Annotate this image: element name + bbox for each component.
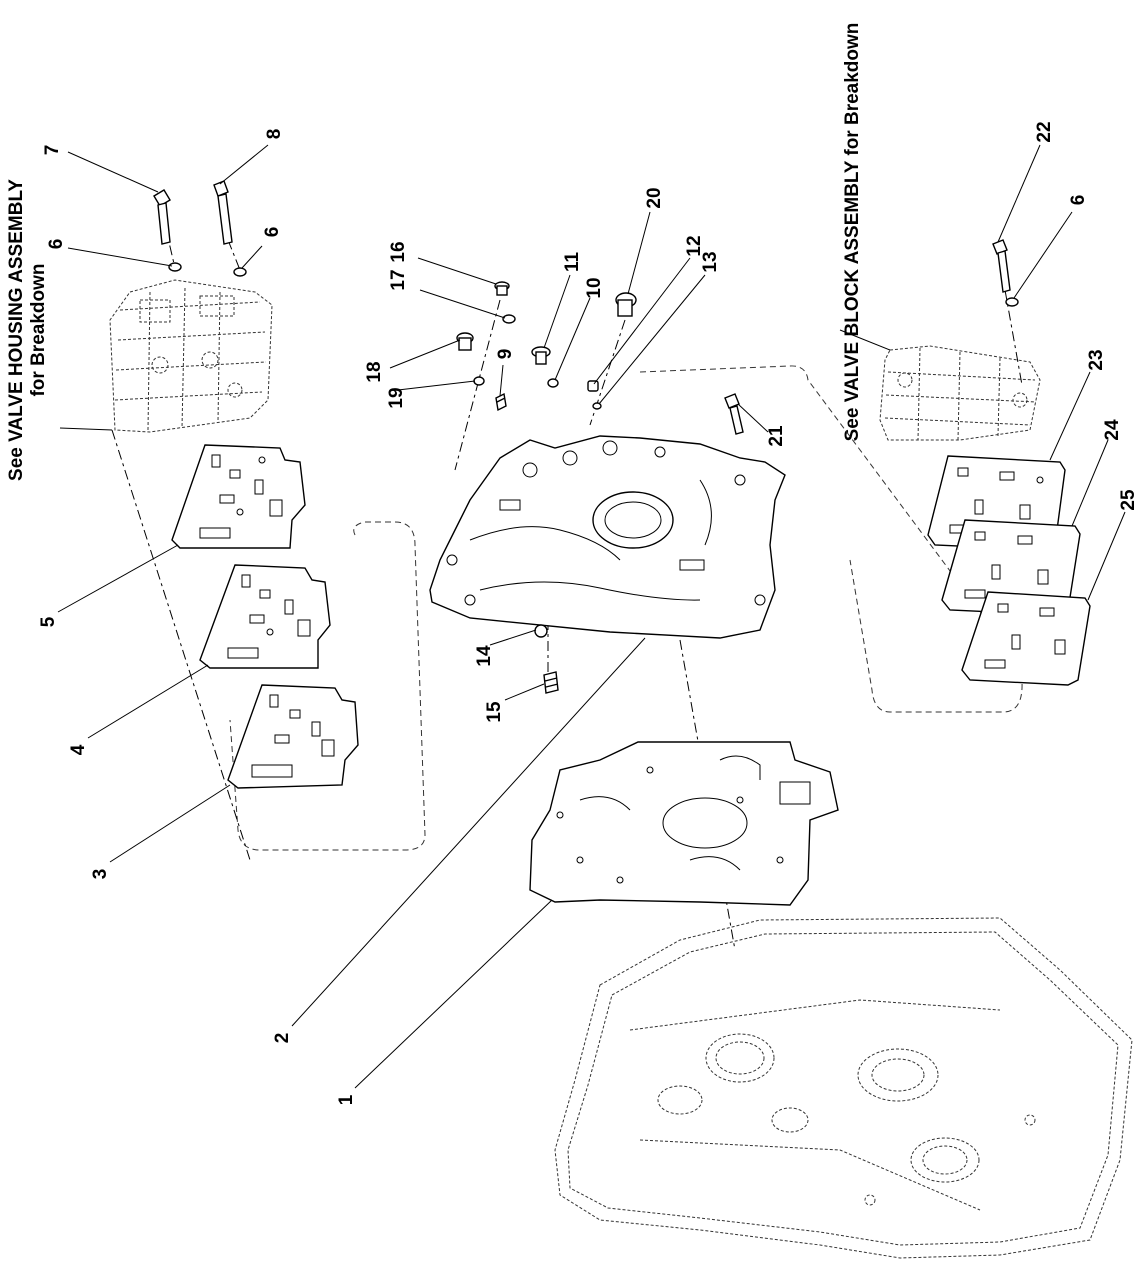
callout-14: 14 — [474, 645, 495, 667]
callout-1: 1 — [336, 1094, 357, 1105]
spring-9 — [495, 392, 507, 412]
callout-7: 7 — [42, 145, 63, 156]
valve-housing-note-line1: See VALVE HOUSING ASSEMBLY — [6, 179, 27, 481]
valve-block-assembly — [879, 345, 1041, 441]
callout-25: 25 — [1118, 489, 1139, 511]
callout-24: 24 — [1102, 419, 1123, 441]
washer-6-right — [1005, 297, 1019, 307]
left-plates-group-outline — [229, 521, 426, 851]
plate-5 — [171, 444, 306, 549]
plug-20 — [615, 292, 637, 317]
plug-18 — [456, 332, 474, 351]
right-plates-group-outline — [639, 365, 1023, 713]
callout-9: 9 — [495, 349, 516, 360]
callout-6-left: 6 — [46, 239, 67, 250]
plate-4 — [199, 564, 331, 669]
callout-17: 17 — [388, 269, 409, 290]
plug-12 — [587, 380, 599, 392]
bolt-8 — [213, 180, 233, 245]
valve-housing-note: See VALVE HOUSING ASSEMBLY for Breakdown — [6, 179, 49, 481]
main-valve-body — [429, 435, 786, 639]
callout-22: 22 — [1034, 121, 1055, 142]
callout-12: 12 — [684, 235, 705, 256]
callout-19: 19 — [386, 387, 407, 408]
callout-21: 21 — [766, 425, 787, 447]
callout-4: 4 — [68, 744, 89, 755]
callout-10: 10 — [584, 277, 605, 298]
plug-16 — [494, 281, 510, 296]
plug-11 — [531, 346, 551, 365]
gasket-1 — [529, 741, 839, 906]
callout-6-center: 6 — [262, 227, 283, 238]
callout-16: 16 — [388, 241, 409, 262]
washer-6-center — [233, 267, 247, 277]
callout-3: 3 — [90, 869, 111, 880]
valve-housing-note-line2: for Breakdown — [28, 263, 49, 396]
plate-24 — [941, 519, 1081, 616]
callout-8: 8 — [264, 129, 285, 140]
plate-25 — [961, 591, 1091, 686]
callout-15: 15 — [484, 701, 505, 723]
valve-block-note: See VALVE BLOCK ASSEMBLY for Breakdown — [842, 23, 863, 442]
callout-11: 11 — [562, 252, 583, 273]
o-ring-10 — [547, 378, 559, 388]
callout-20: 20 — [644, 187, 665, 208]
transmission-case — [554, 917, 1133, 1259]
spring-15 — [543, 671, 559, 694]
valve-housing-assembly — [109, 279, 273, 433]
callout-18: 18 — [364, 361, 385, 382]
callout-5: 5 — [38, 616, 59, 627]
o-ring-17 — [502, 314, 516, 324]
plate-3 — [227, 684, 359, 789]
bolt-21 — [724, 393, 744, 435]
o-ring-19 — [473, 376, 485, 386]
callout-23: 23 — [1086, 349, 1107, 370]
bolt-7 — [153, 189, 171, 245]
callout-6-right: 6 — [1068, 195, 1089, 206]
o-ring-13 — [592, 402, 602, 410]
washer-6-left — [168, 262, 182, 272]
bolt-22 — [992, 239, 1011, 293]
callout-2: 2 — [272, 1033, 293, 1044]
ball-14 — [534, 624, 548, 638]
callout-13: 13 — [700, 251, 721, 272]
leader-lines — [57, 144, 1126, 1089]
